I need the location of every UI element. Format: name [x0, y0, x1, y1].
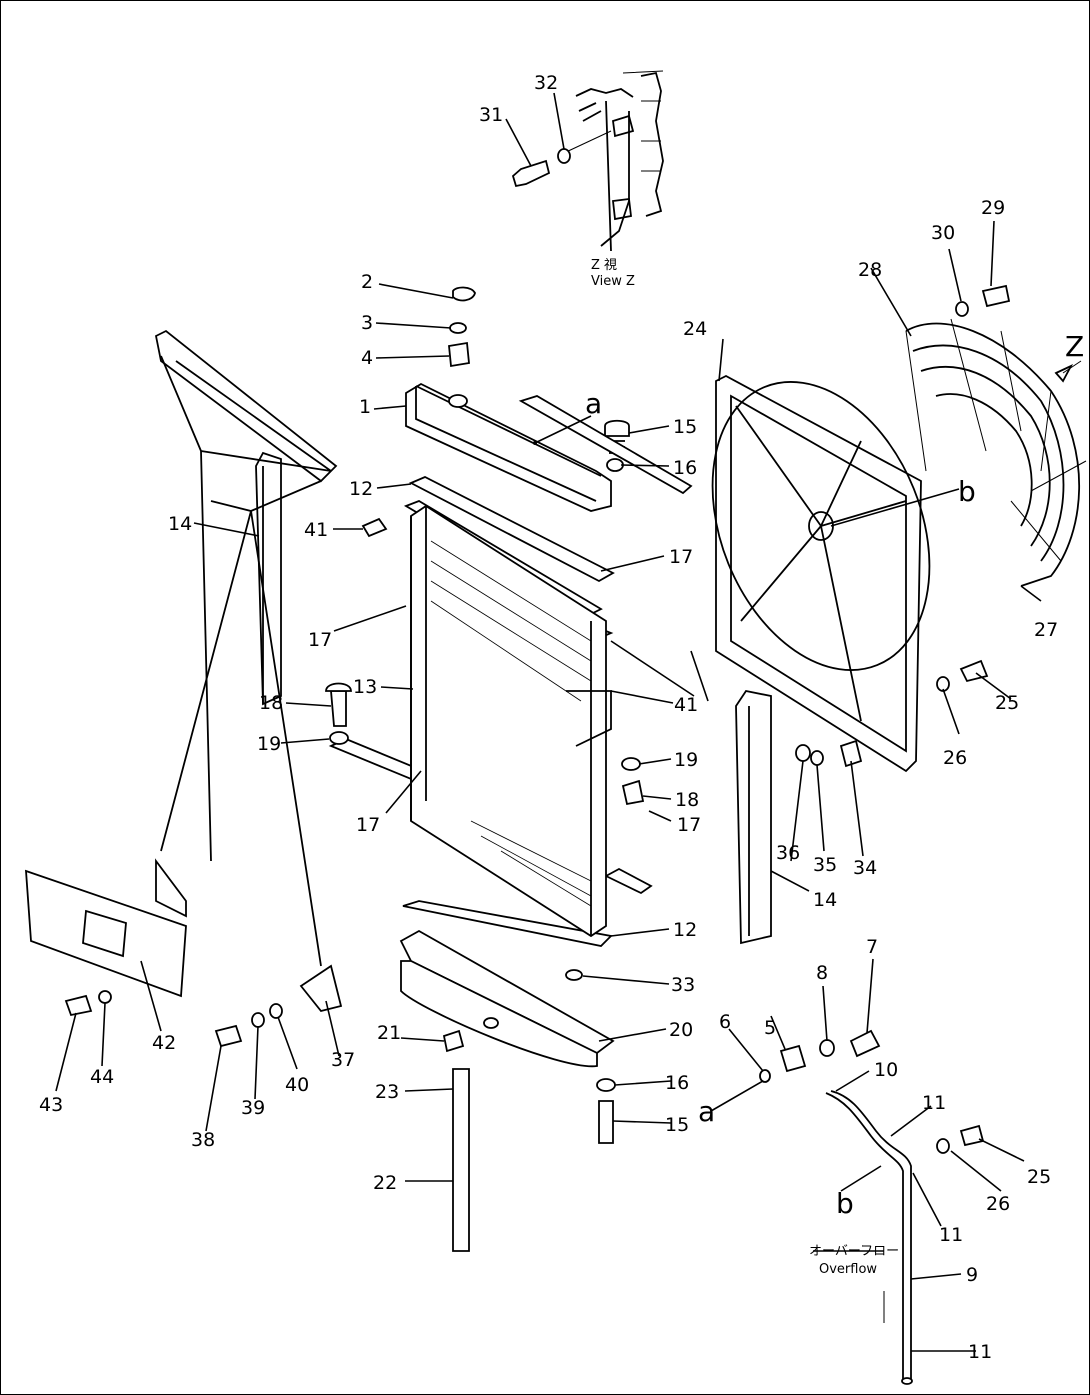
- label-17-a: 17: [669, 546, 693, 568]
- ref-b-lower: b: [836, 1187, 854, 1220]
- label-19-left: 19: [257, 733, 281, 755]
- label-40: 40: [285, 1074, 309, 1096]
- label-17-d: 17: [677, 814, 701, 836]
- label-10: 10: [874, 1059, 898, 1081]
- radiator-core: [410, 504, 612, 938]
- ref-a-lower: a: [698, 1095, 715, 1128]
- label-21: 21: [377, 1022, 401, 1044]
- label-32: 32: [534, 72, 558, 94]
- label-30: 30: [931, 222, 955, 244]
- label-17-c: 17: [356, 814, 380, 836]
- label-22: 22: [373, 1172, 397, 1194]
- fan-shroud: [711, 374, 931, 773]
- label-34: 34: [853, 857, 877, 879]
- label-16-upper: 16: [673, 457, 697, 479]
- label-42: 42: [152, 1032, 176, 1054]
- label-11-bottom: 11: [968, 1341, 992, 1363]
- label-24: 24: [683, 318, 707, 340]
- label-43: 43: [39, 1094, 63, 1116]
- label-5: 5: [764, 1017, 776, 1039]
- label-36: 36: [776, 842, 800, 864]
- label-12-lower: 12: [673, 919, 697, 941]
- text-notes: Z 視 View Z オーバーフロー Overflow: [591, 258, 899, 1277]
- view-z-marker: Z: [1065, 330, 1084, 363]
- label-14-left: 14: [168, 513, 192, 535]
- label-38: 38: [191, 1129, 215, 1151]
- label-2: 2: [361, 271, 373, 293]
- label-20: 20: [669, 1019, 693, 1041]
- label-44: 44: [90, 1066, 114, 1088]
- label-25-lower: 25: [1027, 1166, 1051, 1188]
- label-29: 29: [981, 197, 1005, 219]
- mount-bracket: [25, 329, 343, 1013]
- label-1: 1: [359, 396, 371, 418]
- label-41-right: 41: [674, 694, 698, 716]
- label-39: 39: [241, 1097, 265, 1119]
- side-supports: [255, 451, 772, 945]
- part-labels: 1 2 3 4 5 6 7 8 9 10 11 11 11 12 12 13 1…: [39, 72, 1084, 1363]
- label-16-lower: 16: [665, 1072, 689, 1094]
- label-11-mid: 11: [939, 1224, 963, 1246]
- overflow-jp: オーバーフロー: [809, 1244, 899, 1259]
- upper-tank: [405, 286, 630, 512]
- label-27: 27: [1034, 619, 1058, 641]
- view-z-detail: [511, 70, 664, 252]
- label-3: 3: [361, 312, 373, 334]
- label-13: 13: [353, 676, 377, 698]
- label-18-right: 18: [675, 789, 699, 811]
- overflow-en: Overflow: [819, 1262, 877, 1277]
- label-17-b: 17: [308, 629, 332, 651]
- label-41-left: 41: [304, 519, 328, 541]
- label-28: 28: [858, 259, 882, 281]
- label-6: 6: [719, 1011, 731, 1033]
- label-18-left: 18: [259, 692, 283, 714]
- view-z-en: View Z: [591, 274, 635, 289]
- overflow-pipe: [759, 1029, 913, 1385]
- label-35: 35: [813, 854, 837, 876]
- label-9: 9: [966, 1264, 978, 1286]
- ref-b-upper: b: [958, 475, 976, 508]
- label-25-upper: 25: [995, 692, 1019, 714]
- label-33: 33: [671, 974, 695, 996]
- label-15-upper: 15: [673, 416, 697, 438]
- view-arrow-z: [1054, 360, 1082, 383]
- leader-lines: [55, 92, 1042, 1352]
- label-37: 37: [331, 1049, 355, 1071]
- label-8: 8: [816, 962, 828, 984]
- label-19-right: 19: [674, 749, 698, 771]
- view-z-jp: Z 視: [591, 258, 617, 273]
- label-14-right: 14: [813, 889, 837, 911]
- lower-tank: [399, 929, 616, 1252]
- label-23: 23: [375, 1081, 399, 1103]
- label-12-upper: 12: [349, 478, 373, 500]
- ref-a-upper: a: [585, 387, 602, 420]
- label-15-lower: 15: [665, 1114, 689, 1136]
- label-26-upper: 26: [943, 747, 967, 769]
- label-7: 7: [866, 936, 878, 958]
- label-11-top: 11: [922, 1092, 946, 1114]
- label-4: 4: [361, 347, 373, 369]
- label-26-lower: 26: [986, 1193, 1010, 1215]
- fan-guard: [905, 318, 1087, 587]
- label-31: 31: [479, 104, 503, 126]
